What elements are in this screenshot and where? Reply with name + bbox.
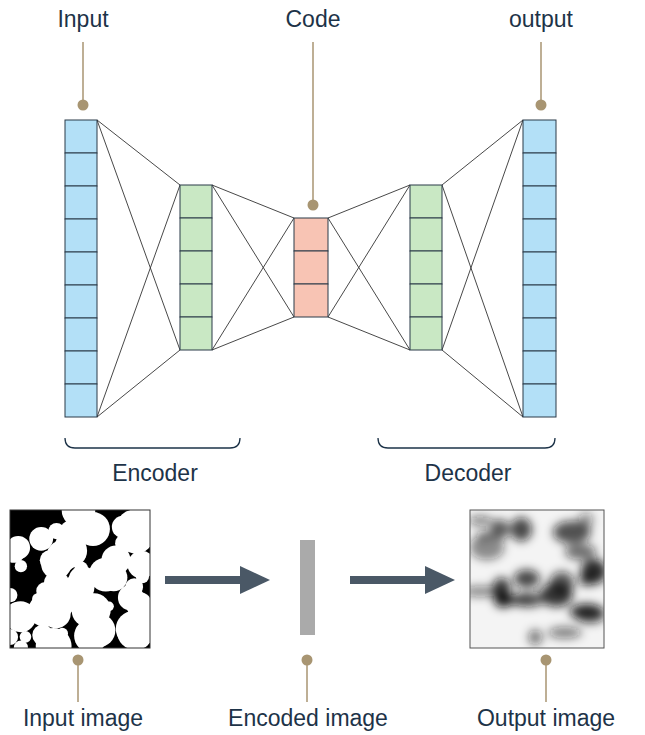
neuron-cell (65, 186, 97, 219)
connection-line (212, 317, 294, 350)
neuron-cell (180, 185, 212, 218)
neuron-cell (523, 285, 556, 318)
connection-line (328, 317, 410, 350)
connection-line (97, 120, 180, 350)
connection-line (212, 185, 294, 317)
neuron-cell (65, 318, 97, 351)
network-layers (65, 120, 556, 417)
neuron-cell (180, 218, 212, 251)
neuron-cell (523, 384, 556, 417)
neuron-cell (65, 252, 97, 285)
connection-line (97, 185, 180, 417)
neuron-cell (523, 153, 556, 186)
neuron-cell (523, 219, 556, 252)
encoded-bar (300, 540, 315, 635)
label: output (509, 6, 573, 34)
neuron-cell (180, 317, 212, 350)
neuron-cell (65, 153, 97, 186)
output-image (470, 510, 604, 648)
label: Decoder (425, 460, 512, 488)
label: Encoded image (228, 705, 388, 733)
brackets (65, 438, 555, 448)
neuron-cell (65, 285, 97, 318)
neuron-cell (294, 284, 328, 317)
neuron-cell (410, 284, 442, 317)
neuron-cell (523, 186, 556, 219)
neuron-cell (294, 251, 328, 284)
neuron-cell (523, 351, 556, 384)
connection-line (328, 185, 410, 218)
connection-line (442, 120, 523, 350)
neuron-cell (294, 218, 328, 251)
neuron-cell (410, 251, 442, 284)
connection-line (328, 218, 410, 350)
input-image (10, 510, 150, 648)
neuron-cell (410, 317, 442, 350)
connection-line (97, 120, 180, 185)
label: Input (57, 6, 108, 34)
neuron-cell (180, 251, 212, 284)
neuron-cell (180, 284, 212, 317)
neuron-cell (65, 384, 97, 417)
neuron-cell (523, 252, 556, 285)
connection-line (212, 185, 294, 218)
neuron-cell (523, 318, 556, 351)
neuron-cell (65, 351, 97, 384)
label: Input image (23, 705, 143, 733)
connection-line (328, 185, 410, 317)
connection-line (442, 120, 523, 185)
connection-line (442, 185, 523, 417)
neuron-cell (410, 218, 442, 251)
neuron-cell (65, 219, 97, 252)
label: Code (286, 6, 341, 34)
label: Encoder (112, 460, 198, 488)
label: Output image (477, 705, 615, 733)
neuron-cell (410, 185, 442, 218)
neuron-cell (65, 120, 97, 153)
connection-line (212, 218, 294, 350)
neuron-cell (523, 120, 556, 153)
